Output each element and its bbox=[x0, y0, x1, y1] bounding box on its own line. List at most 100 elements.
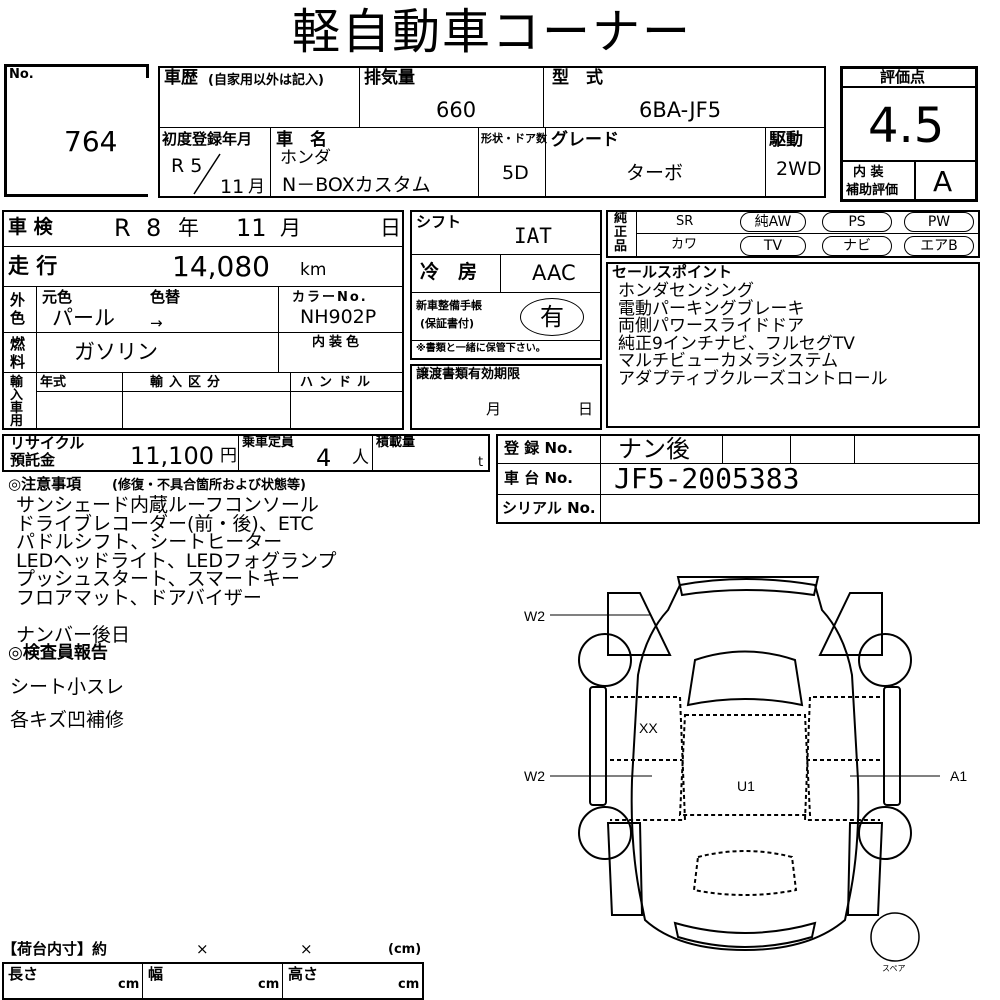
lot-number-box: No. 764 bbox=[4, 64, 149, 197]
import-year-label: 年式 bbox=[40, 375, 67, 390]
load-label: 積載量 bbox=[376, 435, 416, 450]
car-spare-tire bbox=[870, 912, 920, 962]
diagram-mark: W2 bbox=[524, 608, 545, 624]
inspection-year-unit: 年 bbox=[178, 216, 199, 240]
first-reg-label: 初度登録年月 bbox=[162, 130, 253, 148]
car-left-rear-quarter bbox=[606, 822, 644, 916]
lot-label: No. bbox=[9, 67, 34, 82]
manual-note: ※書類と一緒に保管下さい。 bbox=[416, 343, 546, 354]
first-reg-month-unit: 月 bbox=[248, 177, 265, 197]
equip-leather: カワ bbox=[671, 237, 698, 252]
first-reg-slash bbox=[193, 153, 221, 195]
inspection-era: R bbox=[114, 214, 131, 242]
serial-label: シリアル No. bbox=[502, 499, 596, 517]
first-reg-month: 11 bbox=[220, 176, 245, 198]
car-maker: ホンダ bbox=[280, 148, 331, 168]
sales-point-item: マルチビューカメラシステム bbox=[618, 351, 839, 371]
inspection-month-unit: 月 bbox=[280, 216, 301, 240]
car-roof-panel bbox=[678, 714, 812, 816]
sales-points-label: セールスポイント bbox=[612, 263, 733, 281]
inspection-grid bbox=[2, 210, 404, 430]
import-side-label: 輸入車用 bbox=[10, 375, 24, 429]
color-code-value: NH902P bbox=[300, 306, 377, 328]
shift-label: シフト bbox=[416, 213, 462, 231]
transfer-box bbox=[410, 364, 602, 430]
interior-color-label: 内装色 bbox=[312, 335, 364, 350]
capacity-value: 4 bbox=[316, 444, 332, 472]
inspector-label: ◎検査員報告 bbox=[8, 643, 108, 663]
car-wheel-front-left bbox=[578, 633, 632, 687]
shift-value: IAT bbox=[514, 224, 552, 248]
displacement-label: 排気量 bbox=[364, 68, 415, 88]
sales-point-item: 電動パーキングブレーキ bbox=[618, 298, 805, 319]
registration-value: ナン後 bbox=[618, 435, 690, 463]
car-rear-bumper bbox=[673, 921, 817, 948]
manual-label-2: (保証書付) bbox=[420, 317, 475, 330]
history-label: 車歴 bbox=[164, 68, 198, 88]
cargo-unit-label: (cm) bbox=[388, 942, 422, 957]
diagram-mark: XX bbox=[639, 720, 658, 736]
interior-label-2: 補助評価 bbox=[846, 183, 899, 198]
note-item: プッシュスタート、スマートキー bbox=[16, 568, 301, 590]
cargo-width-label: 幅 bbox=[148, 965, 164, 983]
car-front-bumper bbox=[676, 576, 820, 597]
mileage-unit: km bbox=[300, 260, 327, 280]
cargo-length-label: 長さ bbox=[8, 965, 39, 983]
model-value: 6BA-JF5 bbox=[639, 98, 722, 122]
color-arrow: → bbox=[150, 314, 163, 332]
cargo-times-2: × bbox=[300, 940, 313, 958]
aircon-label: 冷 房 bbox=[420, 261, 478, 283]
transfer-month-unit: 月 bbox=[486, 400, 502, 418]
notes-label: ◎注意事項 bbox=[8, 475, 82, 493]
interior-label-1: 内 装 bbox=[853, 165, 884, 180]
car-damage-diagram: W2 XX W2 U1 A1 スペア bbox=[524, 576, 967, 973]
inspection-year: 8 bbox=[146, 214, 162, 242]
equip-sr: SR bbox=[676, 214, 694, 229]
vehicle-info-grid bbox=[158, 66, 826, 198]
equipment-box bbox=[606, 210, 980, 258]
registration-label: 登 録 No. bbox=[504, 439, 574, 457]
cargo-times-1: × bbox=[196, 940, 209, 958]
drive-label: 駆動 bbox=[769, 130, 803, 150]
equip-alloy-wheel: 純AW bbox=[740, 212, 806, 232]
car-rear-window bbox=[692, 850, 798, 896]
car-body-outline bbox=[630, 578, 860, 952]
car-right-doors bbox=[803, 696, 880, 821]
inspection-label: 車 検 bbox=[8, 216, 53, 238]
car-windshield bbox=[686, 650, 804, 707]
load-unit: t bbox=[478, 455, 484, 470]
score-value: 4.5 bbox=[868, 98, 945, 154]
notes-label-sub: (修復・不具合箇所および状態等) bbox=[112, 478, 306, 493]
fuel-value: ガソリン bbox=[74, 340, 158, 364]
recycle-value: 11,100 bbox=[130, 442, 214, 470]
sales-point-item: ホンダセンシング bbox=[618, 281, 754, 301]
page-title: 軽自動車コーナー bbox=[292, 4, 693, 60]
chassis-label: 車 台 No. bbox=[504, 469, 574, 487]
car-name-value: N－BOXカスタム bbox=[282, 174, 431, 196]
sales-points-list: ホンダセンシング 電動パーキングブレーキ 両側パワースライドドア 純正9インチナ… bbox=[618, 281, 888, 389]
recycle-label-2: 預託金 bbox=[10, 451, 56, 469]
first-reg-era: R 5 bbox=[171, 155, 203, 177]
car-right-front-fender bbox=[818, 592, 883, 656]
body-label: 形状・ドア数 bbox=[481, 132, 547, 145]
import-handle-label: ハンドル bbox=[300, 375, 377, 390]
sales-point-item: 純正9インチナビ、フルセグTV bbox=[618, 333, 855, 354]
lot-value: 764 bbox=[64, 125, 118, 158]
sales-point-item: 両側パワースライドドア bbox=[618, 316, 805, 336]
car-name-label: 車 名 bbox=[276, 130, 327, 150]
displacement-value: 660 bbox=[436, 98, 477, 122]
import-type-label: 輸入区分 bbox=[150, 375, 227, 390]
note-item: パドルシフト、シートヒーター bbox=[16, 531, 283, 553]
car-left-doors bbox=[610, 696, 687, 821]
notes-extra: ナンバー後日 bbox=[16, 624, 131, 646]
equipment-side-label: 純正品 bbox=[614, 211, 628, 254]
inspection-month: 11 bbox=[236, 214, 267, 242]
capacity-label: 乗車定員 bbox=[242, 435, 295, 450]
cargo-width-unit: cm bbox=[258, 977, 280, 992]
score-box bbox=[840, 66, 978, 202]
shift-aircon-grid bbox=[410, 210, 602, 360]
aircon-value: AAC bbox=[532, 261, 576, 285]
sales-point-item: アダプティブクルーズコントロール bbox=[618, 368, 888, 389]
car-wheel-rear-left bbox=[578, 806, 632, 860]
grade-label: グレード bbox=[551, 130, 619, 150]
